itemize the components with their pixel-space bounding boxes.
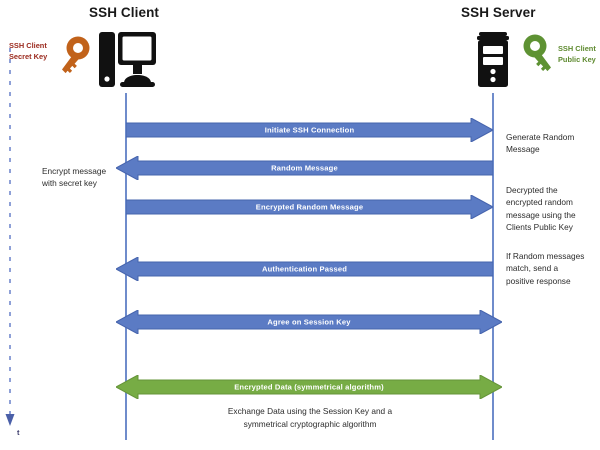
- client-secret-key-icon: [56, 36, 92, 81]
- time-axis-label: t: [17, 428, 20, 437]
- server-tower-icon: [473, 30, 513, 97]
- message-arrow-initiate: Initiate SSH Connection: [126, 118, 493, 142]
- message-arrow-auth-passed: Authentication Passed: [116, 257, 493, 281]
- note-decrypt-random-message: Decrypted the encrypted random message u…: [506, 185, 576, 233]
- server-public-key-label: SSH Client Public Key: [558, 44, 596, 64]
- server-public-key-icon: [521, 34, 557, 81]
- client-secret-key-label: SSH Client Secret Key: [9, 41, 48, 61]
- caption-exchange-data: Exchange Data using the Session Key and …: [227, 406, 393, 429]
- server-lifeline: [492, 93, 494, 440]
- note-encrypt-with-secret-key: Encrypt message with secret key: [42, 166, 107, 189]
- message-arrow-session-key: Agree on Session Key: [116, 310, 502, 334]
- message-arrow-encrypted-random: Encrypted Random Message: [126, 195, 493, 219]
- message-arrow-random: Random Message: [116, 156, 493, 180]
- note-generate-random-message: Generate Random Message: [506, 132, 575, 155]
- message-arrow-encrypted-data: Encrypted Data (symmetrical algorithm): [116, 375, 502, 399]
- desktop-computer-icon: [96, 30, 158, 97]
- client-title: SSH Client: [89, 5, 160, 20]
- note-random-messages-match: If Random messages match, send a positiv…: [506, 251, 585, 286]
- time-axis-arrow: [4, 48, 22, 435]
- server-title: SSH Server: [461, 5, 536, 20]
